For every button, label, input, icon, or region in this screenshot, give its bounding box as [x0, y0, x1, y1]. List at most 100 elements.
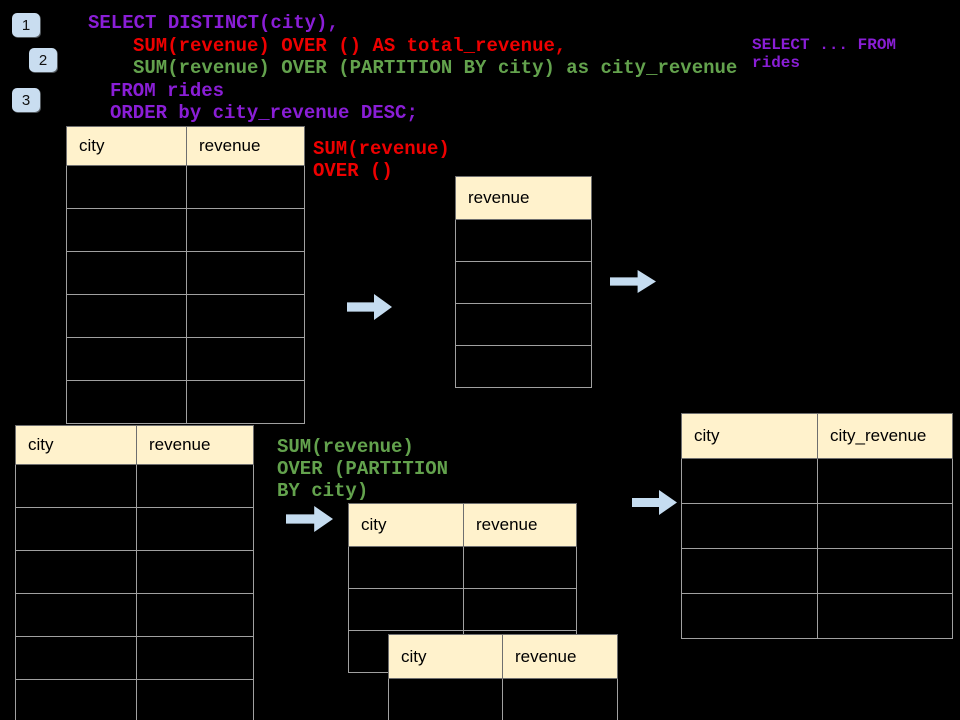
table-cell: [136, 593, 254, 637]
table-row: [455, 261, 592, 304]
table-row: [681, 548, 953, 594]
table-cell: [348, 588, 464, 631]
table-cell: [66, 165, 187, 209]
table-cell: [186, 337, 305, 381]
table-cell: [455, 303, 592, 346]
table-row: [15, 636, 254, 680]
table-cell: [681, 593, 818, 639]
table-cell: [817, 458, 953, 504]
col-header-revenue: revenue: [463, 503, 577, 547]
table-row: [66, 165, 305, 209]
table-cell: [348, 546, 464, 589]
table-row: [15, 550, 254, 594]
sql-line-sum-partition: SUM(revenue) OVER (PARTITION BY city) as…: [133, 57, 738, 79]
col-header-revenue: revenue: [502, 634, 618, 679]
col-header-city: city: [15, 425, 137, 465]
side-note-line2: rides: [752, 54, 801, 72]
col-header-revenue: revenue: [136, 425, 254, 465]
table-row: [681, 458, 953, 504]
table-cell: [186, 380, 305, 424]
table-cell: [455, 219, 592, 262]
table-cell: [66, 251, 187, 295]
table-row: [455, 303, 592, 346]
table-row: [15, 593, 254, 637]
table-header-row: city revenue: [388, 634, 618, 679]
step-badge-1: 1: [12, 13, 40, 37]
flow-arrow-icon-1: [347, 294, 392, 320]
table-cell: [463, 546, 577, 589]
table-row: [681, 503, 953, 549]
table-cell: [136, 550, 254, 594]
table-row: [66, 208, 305, 252]
col-header-revenue: revenue: [455, 176, 592, 220]
table-cell: [136, 636, 254, 680]
table-row: [348, 546, 577, 589]
table-cell: [136, 679, 254, 720]
sql-line-from: FROM rides: [110, 80, 225, 102]
col-header-city-revenue: city_revenue: [817, 413, 953, 459]
table-cell: [502, 678, 618, 720]
partition-label-line1: SUM(revenue): [277, 436, 414, 458]
step-badge-2: 2: [29, 48, 57, 72]
table-cell: [817, 548, 953, 594]
table-row: [15, 679, 254, 720]
table-cell: [455, 345, 592, 388]
flow-arrow-icon-3: [286, 506, 333, 532]
table-cell: [186, 208, 305, 252]
table-partition-step-overlay: city revenue: [388, 634, 618, 720]
table-cell: [186, 165, 305, 209]
table-cell: [186, 251, 305, 295]
flow-arrow-icon-2: [610, 270, 656, 293]
table-row: [455, 219, 592, 262]
total-revenue-label-line1: SUM(revenue): [313, 138, 450, 160]
side-note-line1: SELECT ... FROM: [752, 36, 897, 54]
partition-label-line2: OVER (PARTITION: [277, 458, 449, 480]
table-header-row: city revenue: [348, 503, 577, 547]
total-revenue-label-line2: OVER (): [313, 160, 393, 182]
table-source-bottom: city revenue: [15, 425, 254, 720]
col-header-city: city: [681, 413, 818, 459]
col-header-city: city: [66, 126, 187, 166]
table-cell: [66, 208, 187, 252]
table-total-result: revenue: [455, 176, 592, 388]
sql-line-sum-over: SUM(revenue) OVER () AS total_revenue,: [133, 35, 567, 57]
table-cell: [66, 380, 187, 424]
table-row: [15, 507, 254, 551]
sql-line-order-by: ORDER by city_revenue DESC;: [110, 102, 418, 124]
table-cell: [186, 294, 305, 338]
table-cell: [817, 593, 953, 639]
table-header-row: city city_revenue: [681, 413, 953, 459]
sql-line-select: SELECT DISTINCT(city),: [88, 12, 339, 34]
table-cell: [15, 550, 137, 594]
table-cell: [681, 458, 818, 504]
table-source-top: city revenue: [66, 126, 305, 424]
table-cell: [681, 503, 818, 549]
table-cell: [388, 678, 503, 720]
table-cell: [15, 679, 137, 720]
table-header-row: revenue: [455, 176, 592, 220]
table-row: [348, 588, 577, 631]
table-row: [66, 251, 305, 295]
col-header-city: city: [388, 634, 503, 679]
col-header-revenue: revenue: [186, 126, 305, 166]
table-row: [66, 294, 305, 338]
step-badge-3: 3: [12, 88, 40, 112]
table-cell: [681, 548, 818, 594]
table-row: [681, 593, 953, 639]
table-row: [455, 345, 592, 388]
table-cell: [463, 588, 577, 631]
table-cell: [15, 593, 137, 637]
table-row: [66, 337, 305, 381]
table-header-row: city revenue: [66, 126, 305, 166]
table-city-revenue-result: city city_revenue: [681, 413, 953, 639]
table-cell: [136, 464, 254, 508]
table-cell: [66, 337, 187, 381]
table-cell: [15, 464, 137, 508]
table-header-row: city revenue: [15, 425, 254, 465]
table-row: [66, 380, 305, 424]
table-cell: [15, 507, 137, 551]
col-header-city: city: [348, 503, 464, 547]
table-row: [388, 678, 618, 720]
flow-arrow-icon-4: [632, 490, 677, 515]
